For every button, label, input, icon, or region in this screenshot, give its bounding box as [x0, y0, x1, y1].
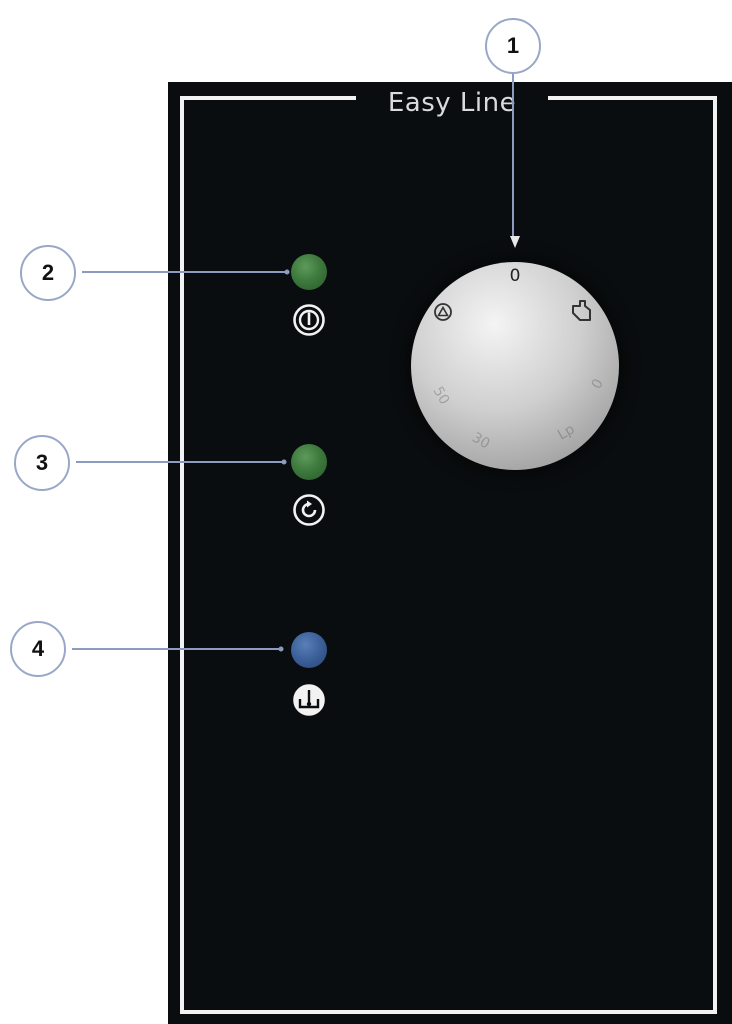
knob-blurred-markings: 50 30 Lp 0 — [430, 376, 607, 452]
svg-text:0: 0 — [589, 376, 607, 392]
svg-text:Lp: Lp — [555, 421, 578, 443]
svg-text:50: 50 — [430, 384, 453, 407]
hand-pointer-icon — [573, 301, 590, 320]
knob-position-label: 0 — [505, 266, 525, 286]
callout-1: 1 — [485, 18, 541, 74]
cycle-led — [291, 444, 327, 480]
panel-frame-top-right — [548, 96, 717, 100]
knob-pointer-mark — [510, 236, 520, 248]
drain-led — [291, 632, 327, 668]
callout-3: 3 — [14, 435, 70, 491]
callout-2: 2 — [20, 245, 76, 301]
panel-frame — [180, 96, 717, 1014]
knob-markings: 50 30 Lp 0 — [411, 262, 619, 470]
power-led — [291, 254, 327, 290]
svg-text:30: 30 — [469, 430, 492, 453]
brand-title: Easy Line — [356, 86, 548, 120]
panel-frame-top-left — [180, 96, 356, 100]
power-icon — [292, 303, 326, 337]
triangle-in-circle-icon — [435, 304, 451, 320]
callout-4: 4 — [10, 621, 66, 677]
cycle-icon — [292, 493, 326, 527]
drain-tank-icon — [292, 683, 326, 717]
